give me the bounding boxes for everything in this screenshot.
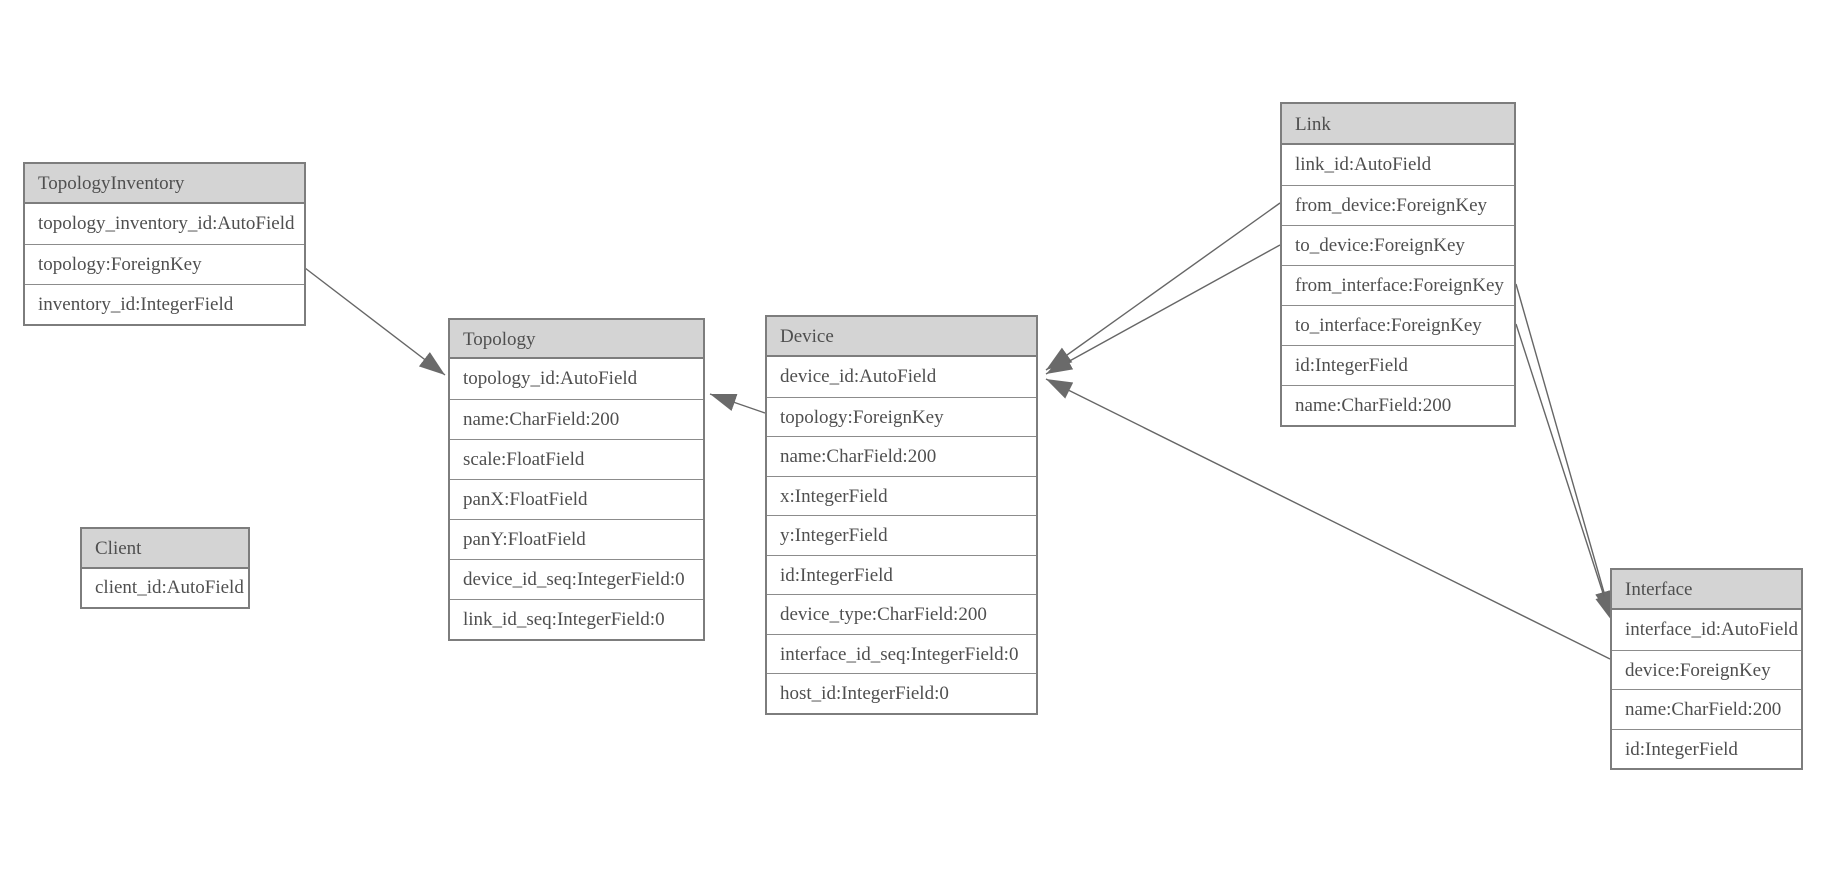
relation-interface-device [1045, 378, 1611, 660]
entity-field-row: panX:FloatField [450, 479, 703, 519]
entity-device: Device device_id:AutoField topology:Fore… [765, 315, 1038, 715]
relation-link-todevice-device [1045, 244, 1281, 375]
entity-interface: Interface interface_id:AutoField device:… [1610, 568, 1803, 770]
entity-link-title: Link [1282, 104, 1514, 145]
entity-field-row: to_interface:ForeignKey [1282, 305, 1514, 345]
entity-field-row: from_interface:ForeignKey [1282, 265, 1514, 305]
entity-field-row: inventory_id:IntegerField [25, 284, 304, 324]
entity-topologyinventory: TopologyInventory topology_inventory_id:… [23, 162, 306, 326]
entity-client-title: Client [82, 529, 248, 569]
entity-field-row: client_id:AutoField [82, 569, 248, 607]
relation-link-fromdevice-device [1045, 202, 1281, 371]
entity-field-row: name:CharField:200 [767, 436, 1036, 476]
entity-field-row: name:CharField:200 [450, 399, 703, 439]
entity-field-row: id:IntegerField [1282, 345, 1514, 385]
entity-client: Client client_id:AutoField [80, 527, 250, 609]
entity-field-row: name:CharField:200 [1282, 385, 1514, 425]
relation-link-frominterface-interface [1515, 283, 1613, 618]
entity-link: Link link_id:AutoField from_device:Forei… [1280, 102, 1516, 427]
relation-device-topology [709, 393, 766, 414]
entity-field-row: device_id:AutoField [767, 357, 1036, 397]
entity-field-row: to_device:ForeignKey [1282, 225, 1514, 265]
entity-field-row: topology:ForeignKey [25, 244, 304, 284]
entity-field-row: panY:FloatField [450, 519, 703, 559]
entity-topologyinventory-title: TopologyInventory [25, 164, 304, 204]
entity-field-row: host_id:IntegerField:0 [767, 673, 1036, 713]
entity-field-row: topology:ForeignKey [767, 396, 1036, 436]
entity-field-row: name:CharField:200 [1612, 689, 1801, 729]
entity-topology: Topology topology_id:AutoField name:Char… [448, 318, 705, 641]
entity-field-row: y:IntegerField [767, 515, 1036, 555]
entity-field-row: topology_inventory_id:AutoField [25, 204, 304, 244]
entity-device-title: Device [767, 317, 1036, 357]
entity-field-row: topology_id:AutoField [450, 359, 703, 399]
entity-field-row: x:IntegerField [767, 475, 1036, 515]
entity-field-row: interface_id_seq:IntegerField:0 [767, 633, 1036, 673]
entity-field-row: link_id:AutoField [1282, 145, 1514, 185]
entity-field-row: id:IntegerField [767, 554, 1036, 594]
entity-field-row: interface_id:AutoField [1612, 610, 1801, 650]
entity-field-row: link_id_seq:IntegerField:0 [450, 599, 703, 639]
entity-field-row: from_device:ForeignKey [1282, 185, 1514, 225]
entity-field-row: device_id_seq:IntegerField:0 [450, 559, 703, 599]
entity-field-row: device:ForeignKey [1612, 649, 1801, 689]
relation-link-tointerface-interface [1515, 323, 1613, 622]
entity-field-row: id:IntegerField [1612, 728, 1801, 768]
entity-topology-title: Topology [450, 320, 703, 359]
entity-interface-title: Interface [1612, 570, 1801, 610]
entity-field-row: device_type:CharField:200 [767, 594, 1036, 634]
entity-field-row: scale:FloatField [450, 439, 703, 479]
relation-topologyinventory-topology [304, 267, 446, 376]
